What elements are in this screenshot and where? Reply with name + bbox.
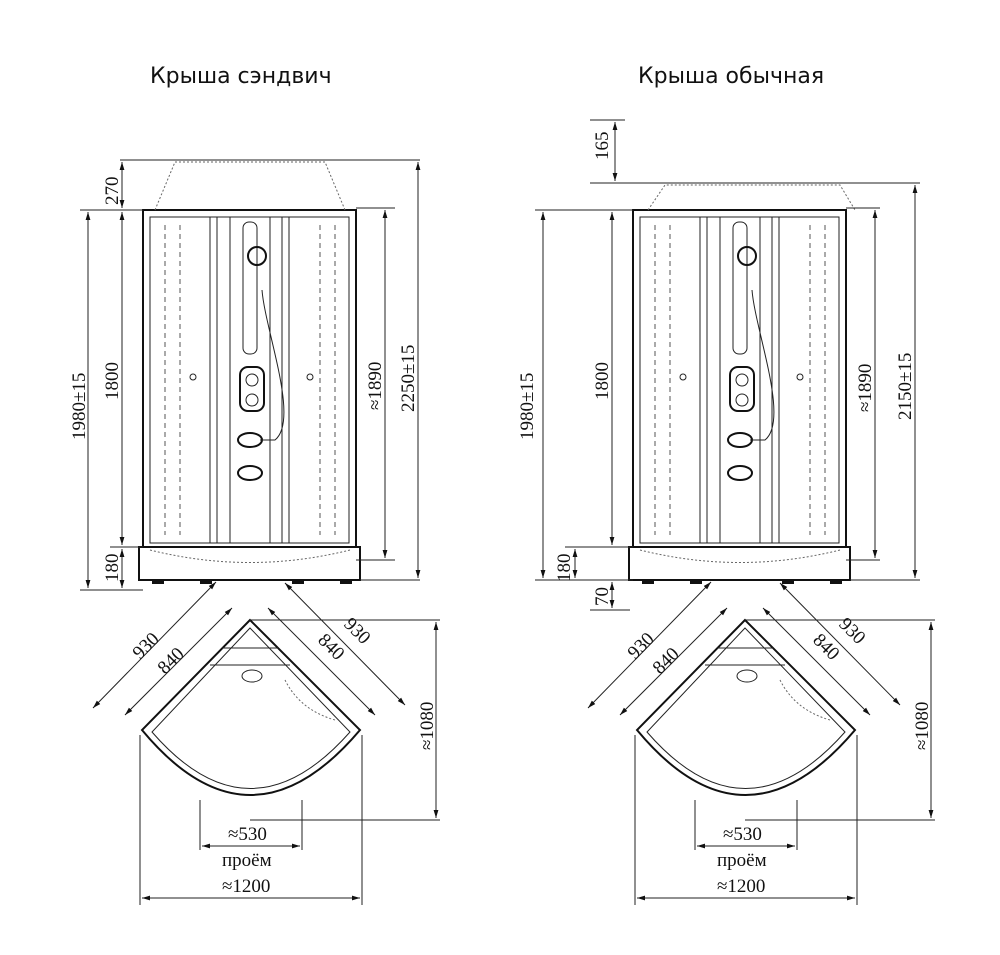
sandwich-roof (154, 161, 346, 211)
left-title: Крыша сэндвич (150, 64, 332, 89)
right-front-view: 165 1980±15 1800 180 70 ≈1890 2150±15 (517, 119, 920, 611)
dim-opening: ≈530 (228, 824, 267, 845)
dim-glass: 1800 (102, 362, 123, 400)
dim-depth: ≈1080 (912, 702, 933, 750)
dim-total-height: 1980±15 (69, 373, 90, 440)
dim-roof: 270 (102, 177, 123, 206)
dim-width: ≈1200 (222, 876, 270, 897)
dim-overall: 2250±15 (398, 345, 419, 412)
dim-depth: ≈1080 (417, 702, 438, 750)
dim-tray: 180 (554, 554, 575, 583)
opening-label: проём (222, 850, 272, 871)
dim-legs: 70 (592, 587, 613, 606)
dim-opening: ≈530 (723, 824, 762, 845)
dim-width: ≈1200 (717, 876, 765, 897)
right-title: Крыша обычная (638, 64, 825, 89)
dim-tray: 180 (102, 554, 123, 583)
dim-inner-right: 840 (808, 630, 843, 665)
dim-overall: 2150±15 (895, 353, 916, 420)
left-plan-view: 930 840 930 840 ≈1080 ≈530 проём ≈1200 (92, 581, 440, 905)
right-plan-view: 930 840 930 840 ≈1080 ≈530 проём ≈1200 (587, 581, 935, 905)
dim-inner: ≈1890 (855, 364, 876, 412)
dim-inner-left: 840 (154, 644, 189, 679)
dim-roof: 165 (592, 132, 613, 161)
dim-inner: ≈1890 (365, 362, 386, 410)
standard-roof (647, 184, 856, 211)
dim-inner-right: 840 (313, 630, 348, 665)
dim-inner-left: 840 (649, 644, 684, 679)
left-front-view: 270 1980±15 1800 180 ≈1890 2250±15 (69, 159, 421, 591)
dim-glass: 1800 (592, 362, 613, 400)
dim-total-height: 1980±15 (517, 373, 538, 440)
opening-label: проём (717, 850, 767, 871)
